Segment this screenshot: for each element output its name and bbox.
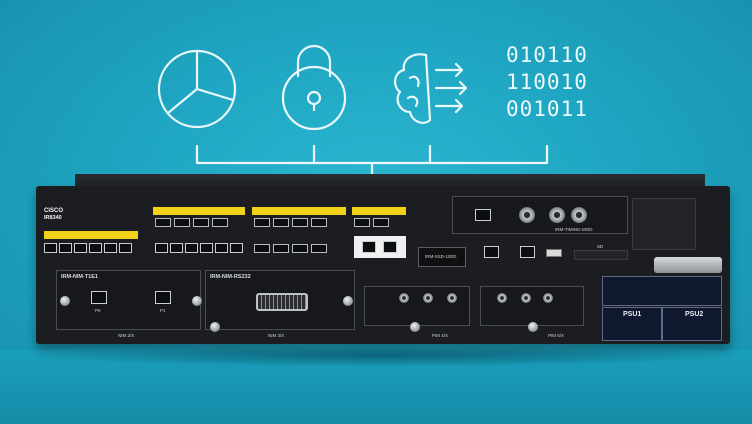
- cisco-logo: CISCO IR8340: [44, 208, 63, 222]
- sfp-port: [254, 218, 270, 227]
- port-label-p0: P0: [95, 308, 101, 313]
- thumb-screw: [410, 322, 420, 332]
- pie-chart-icon: [157, 49, 237, 129]
- ethernet-port: [185, 243, 198, 253]
- nim-rs232-label: IRM-NIM-RS232: [210, 274, 251, 280]
- db25-connector: [256, 293, 308, 311]
- sfp-port: [155, 218, 171, 227]
- ethernet-port: [230, 243, 243, 253]
- ethernet-port: [119, 243, 132, 253]
- sfp-port: [273, 244, 289, 253]
- ethernet-port: [155, 243, 168, 253]
- pim-connector: [399, 293, 409, 303]
- nim-t1e1-label: IRM-NIM-T1E1: [61, 274, 98, 280]
- bnc-connector: [519, 207, 535, 223]
- brand-text: CISCO: [44, 208, 64, 214]
- psu2-label: PSU2: [685, 311, 704, 318]
- pim-5x-module: [480, 286, 584, 326]
- sd-label: SD: [597, 244, 604, 249]
- mgmt-port: [520, 246, 535, 258]
- thumb-screw: [343, 296, 353, 306]
- sfp-port: [311, 218, 327, 227]
- thumb-screw: [210, 322, 220, 332]
- ethernet-port: [89, 243, 102, 253]
- status-led-panel: [632, 198, 696, 250]
- sfp-port: [311, 244, 327, 253]
- console-port: [383, 241, 397, 253]
- pim-connector: [423, 293, 433, 303]
- binary-line-2: 110010: [506, 70, 588, 94]
- device-shadow: [30, 345, 730, 367]
- psu-handle: [654, 257, 722, 273]
- concept-icons: [157, 44, 549, 180]
- sfp-port: [212, 218, 228, 227]
- sfp-port: [292, 244, 308, 253]
- pim-4x-module: [364, 286, 470, 326]
- nim-slot-label-a: NIM 2/X: [118, 333, 135, 338]
- model-text: IR8340: [44, 215, 62, 221]
- binary-line-3: 001011: [506, 97, 588, 121]
- bnc-connector: [549, 207, 565, 223]
- ethernet-port: [104, 243, 117, 253]
- sfp-port: [273, 218, 289, 227]
- psu1-label: PSU1: [623, 311, 642, 318]
- ssd-module: IRM-SSD-100G: [418, 247, 466, 267]
- ethernet-port: [170, 243, 183, 253]
- connector-bracket: [195, 144, 549, 180]
- binary-data-icon: 010110 110010 001011: [506, 42, 588, 123]
- sfp-port: [373, 218, 389, 227]
- t1e1-port-p0: [91, 291, 107, 304]
- sfp-highlight-3: [352, 207, 406, 215]
- thumb-screw: [528, 322, 538, 332]
- brain-flow-icon: [394, 53, 468, 124]
- psu1-panel: PSU1: [602, 307, 662, 341]
- ethernet-port: [44, 243, 57, 253]
- ssd-label: IRM-SSD-100G: [425, 254, 457, 259]
- sfp-port: [174, 218, 190, 227]
- console-port: [362, 241, 376, 253]
- ethernet-port: [215, 243, 228, 253]
- thumb-screw: [192, 296, 202, 306]
- bnc-connector: [571, 207, 587, 223]
- port-group-highlight-1: [44, 231, 138, 239]
- binary-line-1: 010110: [506, 43, 588, 67]
- sfp-highlight-2: [252, 207, 346, 215]
- nim-rs232-module: IRM-NIM-RS232: [205, 270, 355, 330]
- nim-slot-label-b: NIM 3/X: [268, 333, 285, 338]
- sfp-highlight-1: [153, 207, 245, 215]
- usb-port: [546, 249, 562, 257]
- pim-connector: [543, 293, 553, 303]
- sfp-port: [193, 218, 209, 227]
- ethernet-port: [200, 243, 213, 253]
- sd-slot: SD: [574, 244, 628, 260]
- pim-connector: [497, 293, 507, 303]
- nim-t1e1-module: IRM-NIM-T1E1 P0 P1: [56, 270, 201, 330]
- ethernet-port: [59, 243, 72, 253]
- port-label-p1: P1: [160, 308, 166, 313]
- psu2-panel: PSU2: [662, 307, 722, 341]
- timing-module: IRM-TIMING-MOD: [452, 196, 628, 234]
- pim-4x-label: PIM 4/X: [432, 333, 449, 338]
- thumb-screw: [60, 296, 70, 306]
- t1e1-port-p1: [155, 291, 171, 304]
- timing-label: IRM-TIMING-MOD: [555, 227, 593, 232]
- pim-connector: [447, 293, 457, 303]
- floor: [0, 350, 752, 424]
- ethernet-port: [74, 243, 87, 253]
- mgmt-port: [484, 246, 499, 258]
- sfp-port: [354, 218, 370, 227]
- pim-5x-label: PIM 5/X: [548, 333, 565, 338]
- psu-panel-top: [602, 276, 722, 306]
- padlock-icon: [281, 44, 347, 131]
- sfp-port: [254, 244, 270, 253]
- timing-ethernet-port: [475, 209, 491, 221]
- chassis-top: [75, 174, 705, 188]
- pim-connector: [521, 293, 531, 303]
- sfp-port: [292, 218, 308, 227]
